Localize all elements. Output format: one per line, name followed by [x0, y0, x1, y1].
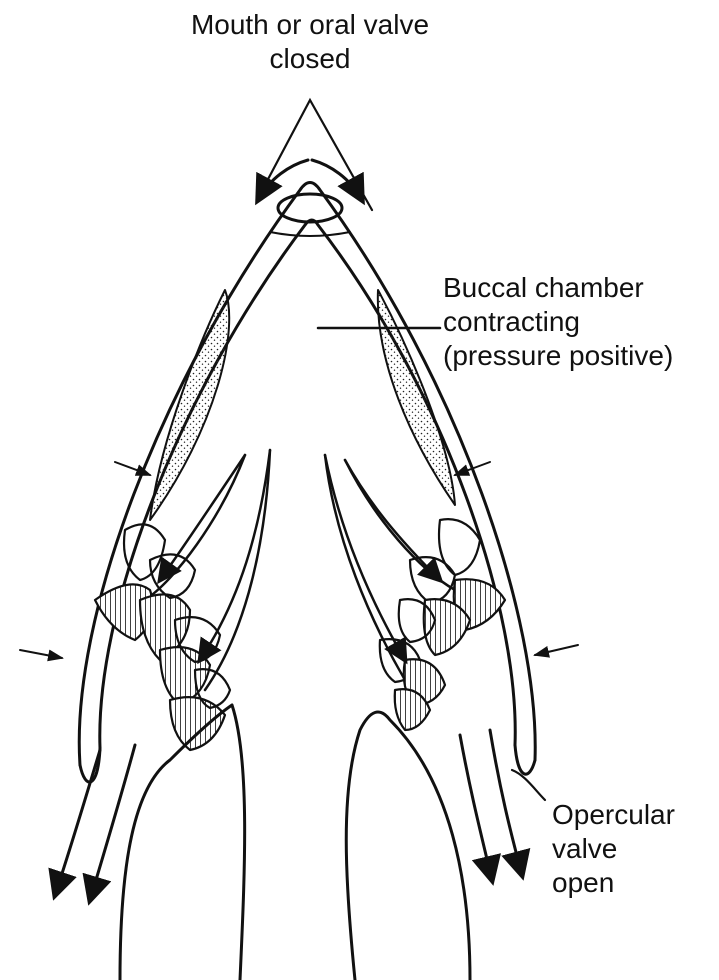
opercular-label-line3: open: [552, 866, 675, 900]
right-gill-arches: [380, 519, 505, 730]
compress-arrow-right-lower: [535, 645, 578, 655]
left-buccal-muscle: [150, 290, 229, 520]
mouth-label-line2: closed: [170, 42, 450, 76]
buccal-label: Buccal chamber contracting (pressure pos…: [443, 271, 673, 373]
exit-arrow-left-1: [55, 750, 100, 895]
opercular-label-line1: Opercular: [552, 798, 675, 832]
left-body-lobe: [120, 705, 245, 980]
mouth-label-line1: Mouth or oral valve: [170, 8, 450, 42]
opercular-label: Opercular valve open: [552, 798, 675, 900]
buccal-label-line1: Buccal chamber: [443, 271, 673, 305]
compress-arrow-right-upper: [455, 462, 490, 475]
right-opercular-flap: [515, 745, 535, 774]
left-gill-arches: [95, 524, 230, 750]
opercular-label-line2: valve: [552, 832, 675, 866]
buccal-label-line3: (pressure positive): [443, 339, 673, 373]
right-body-lobe: [346, 712, 470, 980]
compress-arrow-left-lower: [20, 650, 62, 658]
exit-arrow-right-2: [490, 730, 522, 875]
buccal-label-line2: contracting: [443, 305, 673, 339]
mouth-label: Mouth or oral valve closed: [170, 8, 450, 76]
exit-arrow-right-1: [460, 735, 492, 880]
